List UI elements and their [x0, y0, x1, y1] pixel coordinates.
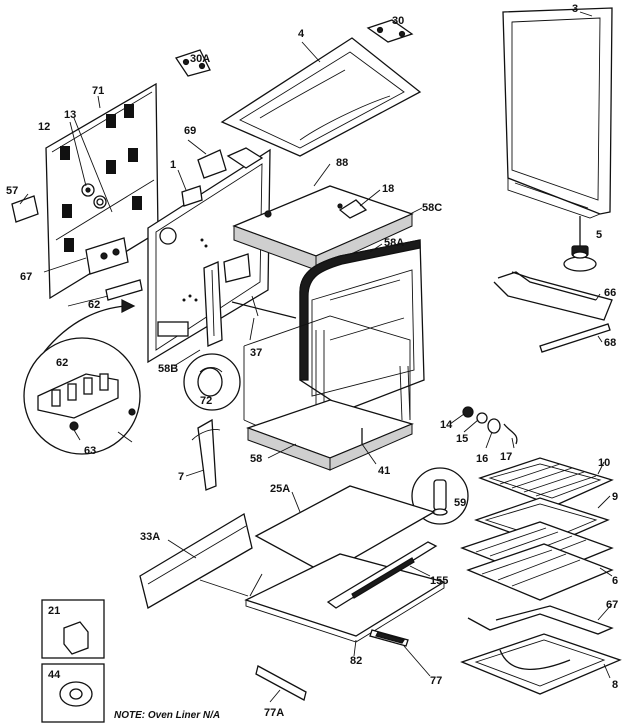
callout-58b: 58B	[158, 363, 178, 375]
callout-155: 155	[430, 575, 448, 587]
detail-circle-62	[23, 299, 141, 455]
callout-33a: 33A	[140, 531, 160, 543]
callout-62-detail: 62	[56, 357, 68, 369]
callout-59: 59	[454, 497, 466, 509]
callout-58c: 58C	[422, 202, 442, 214]
oven-cavity-part	[299, 239, 425, 411]
callout-58: 58	[250, 453, 262, 465]
callout-41: 41	[378, 465, 390, 477]
oven-door-part	[502, 7, 613, 219]
callout-10: 10	[598, 457, 610, 469]
callout-8: 8	[612, 679, 618, 691]
oven-rack-part	[460, 521, 614, 601]
callout-82: 82	[350, 655, 362, 667]
kick-strip-33a-part	[139, 512, 253, 609]
callout-58a: 58A	[384, 237, 404, 249]
callout-77: 77	[430, 675, 442, 687]
thermostat-bracket-part	[181, 147, 264, 207]
callout-4: 4	[298, 28, 305, 40]
callout-6: 6	[612, 575, 618, 587]
bracket-30-part	[366, 19, 414, 43]
part-7-bracket	[191, 418, 221, 491]
callout-16: 16	[476, 453, 488, 465]
clip-18-part	[338, 199, 368, 219]
callout-57: 57	[6, 185, 18, 197]
callout-67-lower: 67	[606, 599, 618, 611]
strip-77-part	[369, 629, 409, 647]
detail-circle-72	[183, 353, 241, 411]
callout-25a: 25A	[270, 483, 290, 495]
callout-63: 63	[84, 445, 96, 457]
callout-66: 66	[604, 287, 616, 299]
callout-17: 17	[500, 451, 512, 463]
bake-element-part	[493, 271, 613, 353]
callout-37: 37	[250, 347, 262, 359]
callout-67: 67	[20, 271, 32, 283]
box-part-44	[41, 663, 105, 723]
callout-62-upper: 62	[88, 299, 100, 311]
bottom-insulation-part	[246, 399, 414, 471]
leader-lines	[19, 11, 613, 703]
callout-5: 5	[596, 229, 602, 241]
callout-3: 3	[572, 3, 578, 15]
callout-9: 9	[612, 491, 618, 503]
box-part-21	[41, 599, 105, 659]
oven-bottom-part	[244, 485, 446, 643]
plate-57-part	[11, 195, 39, 223]
callout-69: 69	[184, 125, 196, 137]
callout-13: 13	[64, 109, 76, 121]
callout-14: 14	[440, 419, 453, 431]
grommet-13-part	[93, 195, 107, 209]
callout-30: 30	[392, 15, 404, 27]
callout-21: 21	[48, 605, 60, 617]
front-frame-strip	[203, 253, 251, 347]
callout-18: 18	[382, 183, 394, 195]
callout-1: 1	[170, 159, 176, 171]
bracket-30a-part	[174, 49, 211, 77]
callout-labels: 3 4 30 30A 71 13 12 69 1 88 18 57 58C 5 …	[6, 3, 618, 719]
callout-77a: 77A	[264, 707, 284, 719]
callout-88: 88	[336, 157, 348, 169]
strip-77a-part	[255, 665, 307, 701]
terminal-strip-part	[105, 279, 143, 301]
side-panel-part	[147, 148, 271, 364]
callout-7: 7	[178, 471, 184, 483]
terminal-block-67-part	[85, 237, 129, 275]
callout-12: 12	[38, 121, 50, 133]
callout-68: 68	[604, 337, 616, 349]
note-text: NOTE: Oven Liner N/A	[114, 710, 220, 721]
callout-15: 15	[456, 433, 468, 445]
callout-72: 72	[200, 395, 212, 407]
small-parts-14-17	[462, 406, 518, 445]
callout-30a: 30A	[190, 53, 210, 65]
callout-44: 44	[48, 669, 61, 681]
wire-37-part	[231, 295, 297, 319]
bottom-element-part	[460, 605, 622, 695]
callout-71: 71	[92, 85, 104, 97]
broiler-pan-part	[478, 457, 614, 507]
brace-155-part	[326, 541, 438, 609]
grommet-12-part	[81, 183, 95, 197]
top-cooktop-panel	[220, 37, 422, 157]
door-hinge-part	[563, 216, 597, 272]
